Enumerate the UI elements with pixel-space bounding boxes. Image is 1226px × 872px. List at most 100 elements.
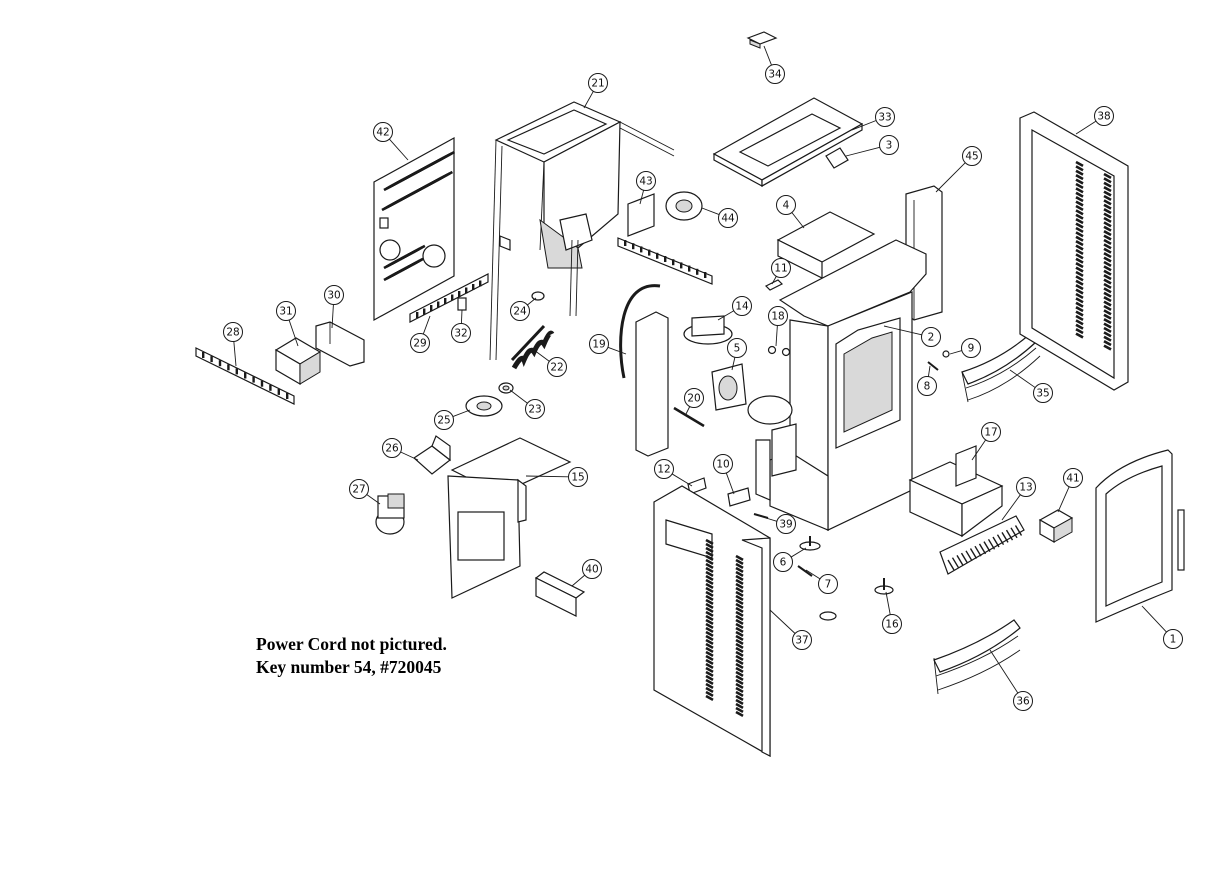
part-34-clip bbox=[746, 31, 778, 49]
callout-number-37: 37 bbox=[795, 635, 808, 647]
callout-circle-27 bbox=[349, 479, 369, 499]
callout-5: 5 bbox=[727, 338, 747, 358]
leader-line-8 bbox=[927, 365, 931, 377]
callout-12: 12 bbox=[654, 459, 674, 479]
callout-circle-15 bbox=[568, 467, 588, 487]
leader-line-13 bbox=[1001, 494, 1021, 521]
callout-number-11: 11 bbox=[774, 263, 787, 275]
callout-14: 14 bbox=[732, 296, 752, 316]
callout-number-22: 22 bbox=[550, 362, 563, 374]
part-13-convection-blower bbox=[939, 515, 1025, 575]
callout-26: 26 bbox=[382, 438, 402, 458]
callout-number-44: 44 bbox=[721, 213, 735, 225]
leader-line-11 bbox=[771, 276, 777, 285]
callout-23: 23 bbox=[525, 399, 545, 419]
callout-circle-43 bbox=[636, 171, 656, 191]
part-21-hopper-frame bbox=[489, 101, 675, 361]
callout-34: 34 bbox=[765, 64, 785, 84]
part-25-flange bbox=[465, 395, 503, 417]
leader-line-23 bbox=[509, 389, 528, 404]
callout-number-16: 16 bbox=[885, 619, 899, 631]
callout-number-32: 32 bbox=[454, 328, 467, 340]
callout-circle-36 bbox=[1013, 691, 1033, 711]
part-37-side-panel bbox=[653, 485, 771, 758]
leader-line-17 bbox=[971, 439, 987, 461]
callout-circle-7 bbox=[818, 574, 838, 594]
callout-32: 32 bbox=[451, 323, 471, 343]
callout-circle-12 bbox=[654, 459, 674, 479]
part-32-switch bbox=[457, 297, 467, 311]
callout-19: 19 bbox=[589, 334, 609, 354]
callout-10: 10 bbox=[713, 454, 733, 474]
callout-circle-35 bbox=[1033, 383, 1053, 403]
part-20-igniter bbox=[673, 406, 705, 428]
callout-44: 44 bbox=[718, 208, 738, 228]
part-19-hose bbox=[619, 284, 661, 379]
leader-line-30 bbox=[331, 304, 334, 329]
leader-line-36 bbox=[989, 649, 1019, 694]
part-6-foot bbox=[799, 536, 821, 551]
callout-circle-37 bbox=[792, 630, 812, 650]
callout-number-19: 19 bbox=[592, 339, 605, 351]
callout-number-20: 20 bbox=[687, 393, 700, 405]
callout-number-12: 12 bbox=[657, 464, 670, 476]
part-18-bolts bbox=[767, 345, 791, 357]
part-10-bracket bbox=[727, 487, 751, 507]
leader-line-5 bbox=[731, 357, 736, 371]
part-36-lower-grille bbox=[933, 619, 1021, 695]
callout-number-38: 38 bbox=[1097, 111, 1110, 123]
part-31-control-box bbox=[274, 337, 322, 386]
leader-line-10 bbox=[725, 472, 735, 495]
callout-circle-3 bbox=[879, 135, 899, 155]
power-cord-note: Power Cord not pictured. Key number 54, … bbox=[256, 633, 447, 679]
callout-circle-31 bbox=[276, 301, 296, 321]
callout-21: 21 bbox=[588, 73, 608, 93]
leader-line-3 bbox=[845, 146, 880, 157]
callout-number-25: 25 bbox=[437, 415, 450, 427]
callout-circle-33 bbox=[875, 107, 895, 127]
callout-circle-17 bbox=[981, 422, 1001, 442]
callout-circle-42 bbox=[373, 122, 393, 142]
leader-line-39 bbox=[765, 517, 778, 522]
callout-1: 1 bbox=[1163, 629, 1183, 649]
callout-number-39: 39 bbox=[779, 519, 792, 531]
callout-30: 30 bbox=[324, 285, 344, 305]
callout-circle-45 bbox=[962, 146, 982, 166]
callout-18: 18 bbox=[768, 306, 788, 326]
callout-4: 4 bbox=[776, 195, 796, 215]
callout-circle-24 bbox=[510, 301, 530, 321]
part-30-bracket bbox=[315, 321, 365, 367]
leader-line-9 bbox=[949, 350, 962, 355]
callout-33: 33 bbox=[875, 107, 895, 127]
callout-number-26: 26 bbox=[385, 443, 399, 455]
leader-line-20 bbox=[685, 406, 691, 415]
callout-circle-40 bbox=[582, 559, 602, 579]
callout-31: 31 bbox=[276, 301, 296, 321]
callout-circle-23 bbox=[525, 399, 545, 419]
callout-number-1: 1 bbox=[1170, 634, 1177, 646]
callout-43: 43 bbox=[636, 171, 656, 191]
callout-number-8: 8 bbox=[924, 381, 931, 393]
callout-number-29: 29 bbox=[413, 338, 426, 350]
leader-line-34 bbox=[763, 45, 772, 66]
callout-number-15: 15 bbox=[571, 472, 584, 484]
leader-line-45 bbox=[935, 162, 966, 193]
part-15-side-panel bbox=[447, 437, 572, 599]
callout-45: 45 bbox=[962, 146, 982, 166]
callout-circle-20 bbox=[684, 388, 704, 408]
callout-circle-1 bbox=[1163, 629, 1183, 649]
leader-line-21 bbox=[583, 91, 594, 109]
leader-line-37 bbox=[769, 609, 796, 634]
leader-line-1 bbox=[1141, 605, 1167, 633]
callout-circle-29 bbox=[410, 333, 430, 353]
callout-circle-41 bbox=[1063, 468, 1083, 488]
callout-number-4: 4 bbox=[783, 200, 790, 212]
leader-line-38 bbox=[1075, 120, 1097, 135]
callout-27: 27 bbox=[349, 479, 369, 499]
callout-11: 11 bbox=[771, 258, 791, 278]
callout-number-7: 7 bbox=[825, 579, 832, 591]
callout-circle-2 bbox=[921, 327, 941, 347]
leader-line-44 bbox=[701, 207, 720, 216]
callout-number-2: 2 bbox=[928, 332, 935, 344]
